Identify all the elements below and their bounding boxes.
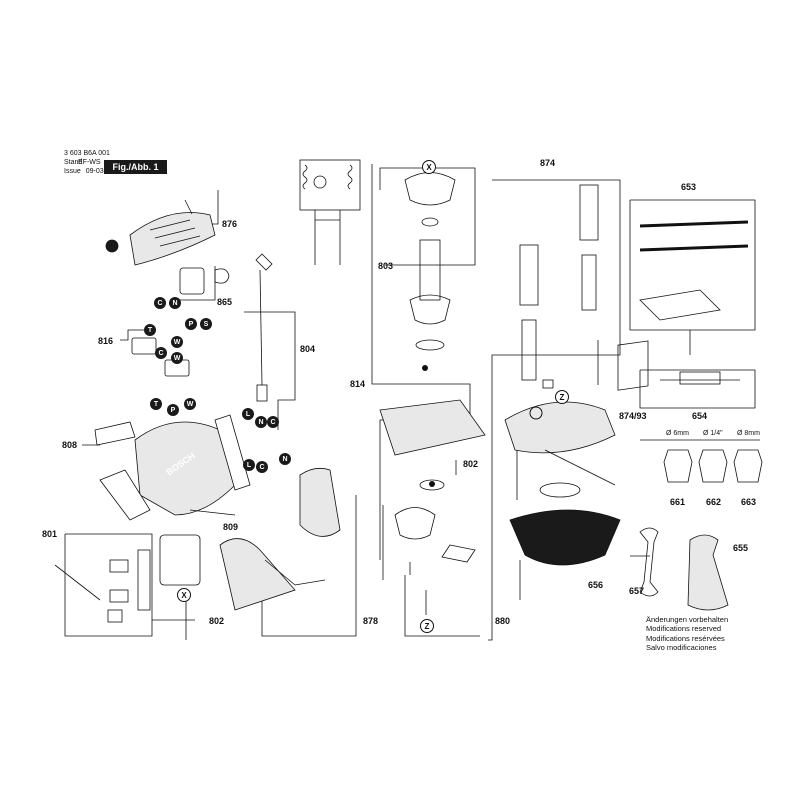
- callout-c: C: [154, 297, 166, 309]
- part-654: 654: [692, 411, 708, 421]
- part-874-93: 874/93: [619, 411, 647, 421]
- part-808: 808: [62, 440, 78, 450]
- housing-cover-876: [105, 199, 216, 266]
- part-803: 803: [378, 261, 394, 271]
- modification-notes: Änderungen vorbehalten Modifications res…: [646, 615, 728, 653]
- part-801: 801: [42, 529, 58, 539]
- callout-t: T: [144, 324, 156, 336]
- part-816: 816: [98, 336, 114, 346]
- part-804: 804: [300, 344, 316, 354]
- callout-t: T: [150, 398, 162, 410]
- part-814: 814: [350, 379, 366, 389]
- callout-p: P: [185, 318, 197, 330]
- callout-l: L: [243, 459, 255, 471]
- bracket-803: [379, 167, 476, 266]
- part-878: 878: [363, 616, 379, 626]
- bracket-878: [261, 495, 357, 637]
- issue-label: Issue: [64, 168, 81, 175]
- part-865: 865: [217, 297, 233, 307]
- callout-z: Z: [555, 390, 569, 404]
- callout-w: W: [171, 336, 183, 348]
- guards-878: [219, 467, 341, 611]
- dust-nozzle-655: [687, 534, 729, 611]
- callout-c: C: [267, 416, 279, 428]
- armature-803: [404, 172, 456, 351]
- part-663: 663: [741, 497, 757, 507]
- plunge-columns-874: [519, 184, 599, 389]
- note-german: Änderungen vorbehalten: [646, 615, 729, 624]
- drawing-number: 3 603 B6A 001: [64, 150, 110, 157]
- callout-n: N: [255, 416, 267, 428]
- note-spanish: Salvo modificaciones: [646, 643, 717, 653]
- bracket-865: [180, 266, 216, 301]
- collets: [663, 449, 763, 483]
- part-656: 656: [588, 580, 604, 590]
- stand-code: EF-WS: [78, 159, 101, 166]
- switch-assembly-865: [179, 267, 230, 295]
- collet-size-8mm: Ø 8mm: [737, 430, 760, 437]
- part-809: 809: [223, 522, 239, 532]
- callout-p: P: [167, 404, 179, 416]
- collet-size-6mm: Ø 6mm: [666, 430, 689, 437]
- base-plate-880: [504, 401, 621, 600]
- note-english: Modifications reserved: [646, 624, 722, 634]
- part-662: 662: [706, 497, 722, 507]
- motor-housing-808: [94, 414, 251, 521]
- callout-n: N: [169, 297, 181, 309]
- bracket-880: [404, 575, 480, 637]
- callout-l: L: [242, 408, 254, 420]
- part-876: 876: [222, 219, 238, 229]
- part-653: 653: [681, 182, 697, 192]
- bracket-816: [120, 329, 150, 341]
- bracket-874: [488, 179, 621, 641]
- part-880: 880: [495, 616, 511, 626]
- part-802a: 802: [209, 616, 225, 626]
- part-874: 874: [540, 158, 556, 168]
- plate-874-93: [617, 340, 649, 391]
- callout-x: X: [422, 160, 436, 174]
- callout-w: W: [171, 352, 183, 364]
- motor-end-814: [379, 399, 486, 615]
- issue-date: 09-03-18: [85, 168, 114, 175]
- part-661: 661: [670, 497, 686, 507]
- callout-w: W: [184, 398, 196, 410]
- bracket-804: [244, 311, 296, 430]
- issue-date-wrapper: Issue 09-03-18: [66, 168, 114, 175]
- collet-size-quarter-inch: Ø 1/4": [703, 430, 723, 437]
- bracket-801: [64, 533, 153, 637]
- part-802b: 802: [463, 459, 479, 469]
- stand-label: Stand: [64, 159, 83, 166]
- callout-x: X: [177, 588, 191, 602]
- guide-rods-653: [639, 220, 749, 355]
- wrench-657: [639, 527, 659, 597]
- callout-n: N: [279, 453, 291, 465]
- callout-z: Z: [420, 619, 434, 633]
- figure-label: Fig./Abb. 1: [104, 160, 167, 174]
- part-657: 657: [629, 586, 645, 596]
- parts-801: [54, 534, 201, 623]
- bracket-814: [371, 164, 471, 560]
- callout-c: C: [256, 461, 268, 473]
- wiring-schematic: [299, 159, 361, 265]
- bracket-654: [639, 369, 756, 409]
- callout-s: S: [200, 318, 212, 330]
- part-655: 655: [733, 543, 749, 553]
- callout-c: C: [155, 347, 167, 359]
- bracket-653: [629, 199, 756, 331]
- fine-adjust-654: [660, 371, 740, 385]
- power-cable-804: [255, 253, 273, 402]
- note-french: Modifications resérvées: [646, 633, 725, 643]
